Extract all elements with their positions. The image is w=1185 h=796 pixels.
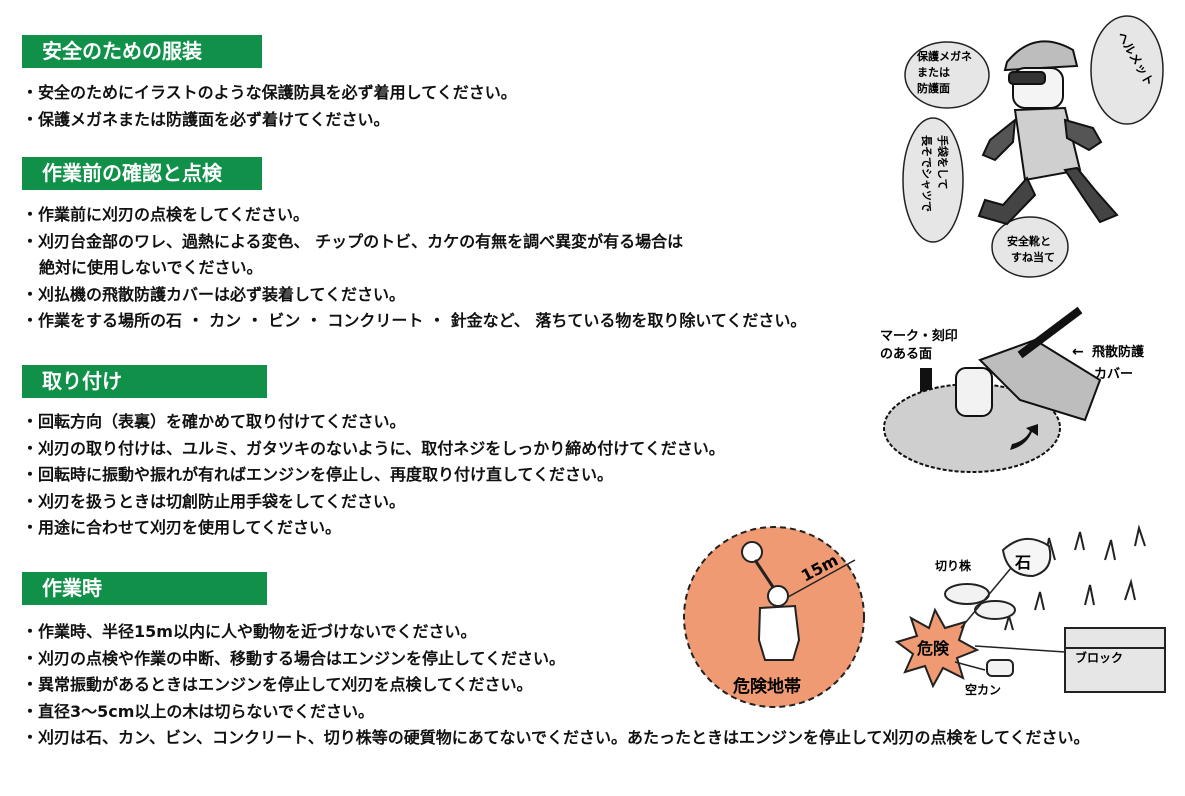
- list-item: ・刈刃台金部のワレ、過熱による変色、 チップのトビ、カケの有無を調べ異変が有る場…: [22, 231, 684, 251]
- section-list-installation: ・回転方向（表裏）を確かめて取り付けてください。 ・刈刃の取り付けは、ユルミ、ガ…: [22, 409, 725, 542]
- danger-burst-shape: [895, 607, 980, 689]
- list-item: ・刈刃の点検や作業の中断、移動する場合はエンジンを停止してください。: [22, 648, 566, 668]
- drive-shaft-shape: [1017, 306, 1083, 359]
- boots-speech-bubble: [991, 216, 1069, 278]
- operator-figure: [757, 585, 801, 661]
- section-header-safety-clothing: 安全のための服装: [22, 35, 262, 68]
- pointer-line: [974, 645, 1066, 653]
- gloves-label: 手袋をして: [936, 135, 950, 190]
- rotation-arrow-icon: [1010, 424, 1038, 450]
- left-arrow-icon: ←: [1072, 344, 1084, 360]
- section-list-safety-clothing: ・安全のためにイラストのような保護防具を必ず着用してください。 ・保護メガネまた…: [22, 80, 517, 133]
- danger-zone-label: 危険地帯: [732, 676, 801, 697]
- danger-zone-illustration: 15m 危険地帯: [683, 526, 865, 708]
- blade-hub-shape: [955, 367, 993, 417]
- mark-side-label: マーク・刻印: [880, 328, 958, 344]
- protective-gear-illustration: 保護メガネ または 防護面 ヘルメット 手袋をして 長そでシャツで 安全靴と す…: [902, 15, 1164, 278]
- list-item: ・直径3〜5cm以上の木は切らないでください。: [22, 701, 374, 721]
- stone-shape: [1001, 538, 1052, 578]
- gloves-label: 長そでシャツで: [920, 135, 933, 212]
- list-item: ・作業をする場所の石 ・ カン ・ ビン ・ コンクリート ・ 針金など、 落ち…: [22, 311, 807, 330]
- worker-figure: [977, 40, 1119, 226]
- list-item: ・用途に合わせて刈刃を使用してください。: [22, 518, 342, 537]
- stone-label: 石: [1014, 553, 1031, 572]
- block-label: ブロック: [1075, 650, 1123, 665]
- list-item: ・刈刃は石、カン、ビン、コンクリート、切り株等の硬質物にあてないでください。あた…: [22, 728, 1090, 747]
- list-item: ・回転方向（表裏）を確かめて取り付けてください。: [22, 412, 406, 431]
- section-header-installation: 取り付け: [22, 365, 267, 398]
- boots-label: すね当て: [1011, 250, 1055, 264]
- section-list-pre-check: ・作業前に刈刃の点検をしてください。 ・刈刃台金部のワレ、過熱による変色、 チッ…: [22, 202, 806, 335]
- goggles-label: または: [917, 66, 950, 79]
- pointer-line: [960, 567, 1012, 629]
- stump-label: 切り株: [935, 558, 972, 573]
- goggles-label: 保護メガネ: [916, 49, 972, 63]
- list-item: ・異常振動があるときはエンジンを停止して刈刃を点検してください。: [22, 675, 533, 694]
- list-item: ・刈払機の飛散防護カバーは必ず装着してください。: [22, 284, 406, 304]
- trimmer-shaft-shape: [753, 559, 777, 591]
- stump-shape: [944, 583, 990, 605]
- helmet-speech-bubble: [1090, 15, 1164, 125]
- section-header-during-work: 作業時: [22, 572, 267, 605]
- can-label: 空カン: [965, 682, 1001, 697]
- scatter-guard-shape: [978, 338, 1102, 422]
- radius-line: [778, 559, 856, 603]
- blade-guard-illustration: マーク・刻印 のある面 ← 飛散防護 カバー: [880, 306, 1145, 473]
- list-item: ・回転時に振動や振れが有ればエンジンを停止し、再度取り付け直してください。: [22, 465, 614, 484]
- cutting-head-shape: [741, 541, 763, 563]
- mark-side-label: のある面: [880, 347, 932, 362]
- guard-label: カバー: [1094, 367, 1133, 382]
- gloves-speech-bubble: [902, 117, 964, 243]
- list-item: ・作業前に刈刃の点検をしてください。: [22, 205, 310, 224]
- list-item: ・作業時、半径15m以内に人や動物を近づけないでください。: [22, 622, 477, 641]
- block-wall-shape: [1064, 627, 1166, 693]
- hazard-objects-illustration: 切り株 石 危険 ブロック 空カン: [895, 524, 1166, 697]
- list-item: ・安全のためにイラストのような保護防具を必ず着用してください。: [22, 83, 517, 102]
- boots-label: 安全靴と: [1007, 234, 1051, 248]
- list-item: ・保護メガネまたは防護面を必ず着けてください。: [22, 109, 390, 129]
- list-item: ・刈刃を扱うときは切創防止用手袋をしてください。: [22, 491, 406, 511]
- guard-label: 飛散防護: [1091, 344, 1145, 360]
- goggles-label: 防護面: [917, 81, 950, 95]
- can-shape: [986, 659, 1014, 677]
- section-list-during-work: ・作業時、半径15m以内に人や動物を近づけないでください。 ・刈刃の点検や作業の…: [22, 619, 1090, 752]
- danger-label: 危険: [917, 639, 950, 658]
- section-header-pre-check: 作業前の確認と点検: [22, 157, 262, 190]
- pointer-line: [954, 661, 986, 671]
- list-item: 絶対に使用しないでください。: [39, 258, 263, 277]
- goggles-speech-bubble: [904, 41, 990, 109]
- stump-shape: [974, 600, 1016, 620]
- list-item: ・刈刃の取り付けは、ユルミ、ガタツキのないように、取付ネジをしっかり締め付けてく…: [22, 438, 725, 458]
